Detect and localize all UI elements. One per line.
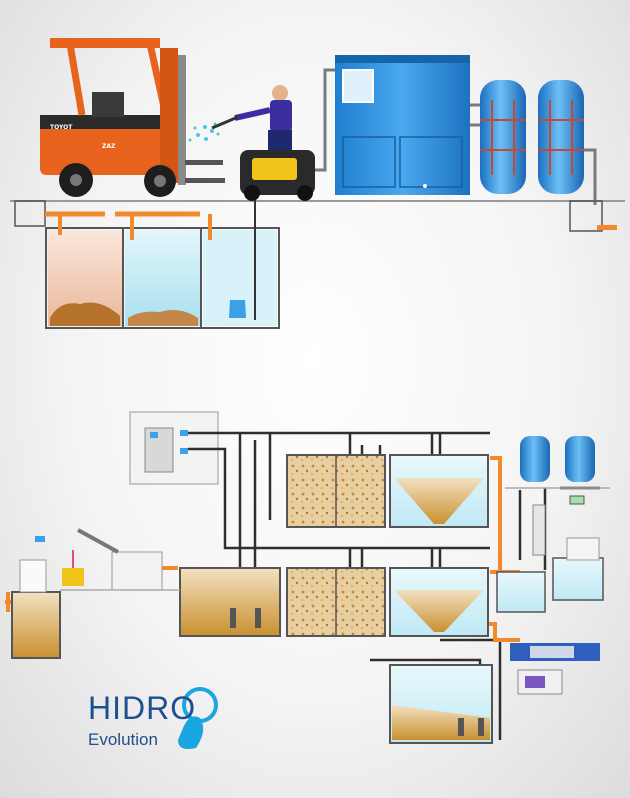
sand-filters [505,436,610,489]
sedimentation-tanks [14,200,280,329]
forklift: TOYOT ZAZ [40,38,225,197]
pipe-washer-cabinet [315,68,335,172]
water-spray [188,122,220,142]
pressure-washer [240,150,315,201]
final-tanks [496,537,604,613]
operator [211,85,292,158]
pretreatment [11,528,180,659]
control-room [129,411,219,485]
uv-unit [532,495,585,556]
forklift-badge: ZAZ [102,143,116,150]
outlet-pit [569,200,603,232]
treatment-cabinet [335,55,470,195]
filter-vessel-2 [538,80,584,194]
logo-main-text: HIDRO [88,690,197,726]
logo-mark [178,687,218,749]
settler-lower [389,567,489,637]
settler-upper [389,454,489,528]
bio-tank-lower [286,567,386,637]
filter-vessel-1 [480,80,526,194]
forklift-brand: TOYOT [50,124,73,131]
filter-press [510,643,600,695]
equalization-tank [179,567,281,637]
sludge-thickener [389,664,493,744]
logo-sub-text: Evolution [88,730,158,749]
bio-tank-upper [286,454,386,528]
